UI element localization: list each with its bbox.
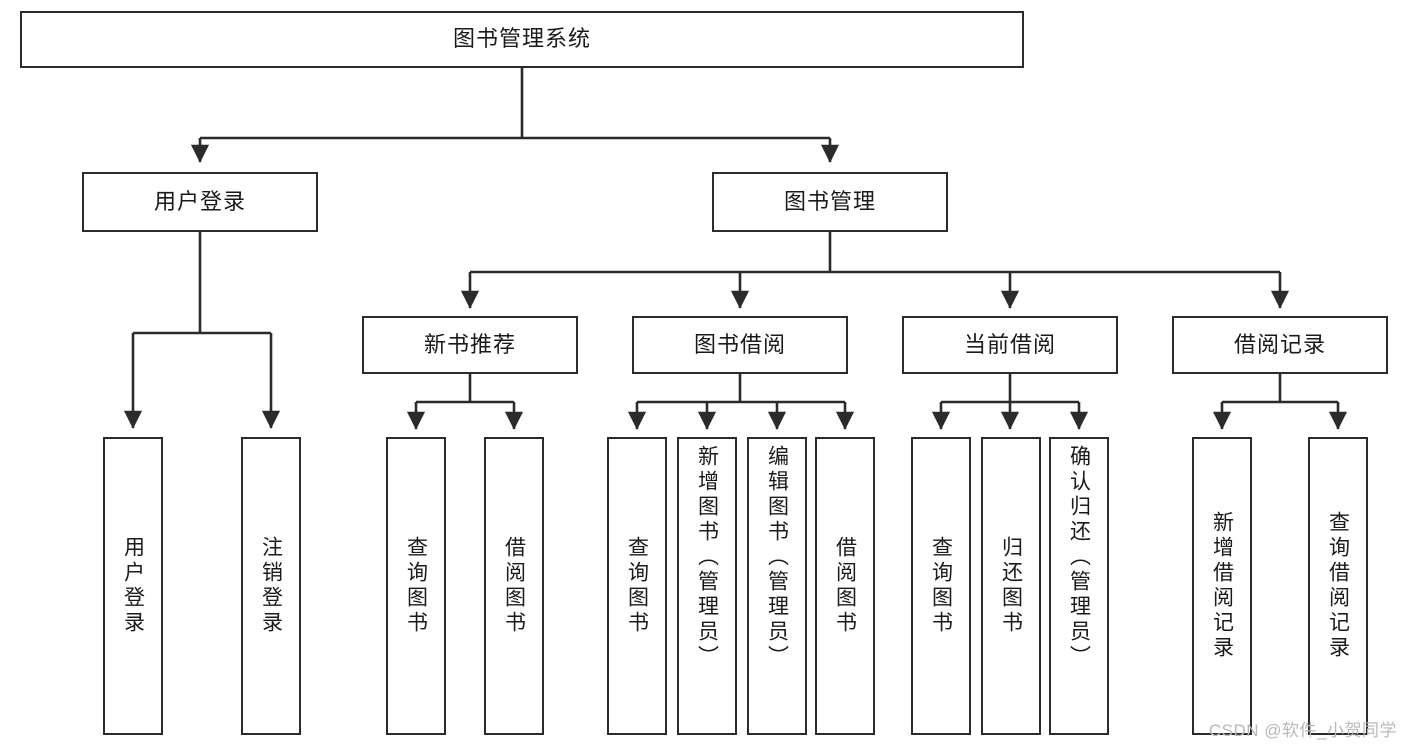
node-label: 新增图书（管理员） — [695, 445, 719, 670]
leaf-book-borrow-add[interactable]: 新增图书（管理员） — [677, 437, 737, 735]
node-user-login[interactable]: 用户登录 — [82, 172, 318, 232]
leaf-book-borrow-query[interactable]: 查询图书 — [607, 437, 667, 735]
node-label: 用户登录 — [153, 188, 246, 214]
node-label: 确认归还（管理员） — [1067, 445, 1091, 670]
node-borrow-record[interactable]: 借阅记录 — [1172, 316, 1388, 374]
leaf-book-borrow-edit[interactable]: 编辑图书（管理员） — [747, 437, 807, 735]
node-book-borrow[interactable]: 图书借阅 — [632, 316, 848, 374]
node-label: 借阅图书 — [502, 536, 526, 636]
node-label: 编辑图书（管理员） — [765, 445, 789, 670]
node-label: 图书管理系统 — [452, 26, 591, 52]
node-book-management[interactable]: 图书管理 — [712, 172, 948, 232]
node-label: 当前借阅 — [963, 331, 1056, 357]
leaf-user-login-login[interactable]: 用户登录 — [103, 437, 163, 735]
node-new-book-recommend[interactable]: 新书推荐 — [362, 316, 578, 374]
leaf-current-borrow-query[interactable]: 查询图书 — [911, 437, 971, 735]
node-current-borrow[interactable]: 当前借阅 — [902, 316, 1118, 374]
leaf-current-borrow-return[interactable]: 归还图书 — [981, 437, 1041, 735]
leaf-borrow-record-query[interactable]: 查询借阅记录 — [1308, 437, 1368, 735]
leaf-new-book-query[interactable]: 查询图书 — [386, 437, 446, 735]
node-label: 注销登录 — [259, 536, 283, 636]
node-label: 新书推荐 — [423, 331, 516, 357]
node-root-system[interactable]: 图书管理系统 — [20, 11, 1024, 68]
node-label: 查询图书 — [404, 536, 428, 636]
leaf-borrow-record-add[interactable]: 新增借阅记录 — [1192, 437, 1252, 735]
node-label: 查询图书 — [625, 536, 649, 636]
node-label: 借阅图书 — [833, 536, 857, 636]
leaf-user-login-logout[interactable]: 注销登录 — [241, 437, 301, 735]
node-label: 新增借阅记录 — [1210, 511, 1234, 661]
node-label: 借阅记录 — [1233, 331, 1326, 357]
leaf-book-borrow-borrow[interactable]: 借阅图书 — [815, 437, 875, 735]
leaf-new-book-borrow[interactable]: 借阅图书 — [484, 437, 544, 735]
watermark-text: CSDN @软件_小贺同学 — [1208, 721, 1397, 740]
leaf-current-borrow-confirm-return[interactable]: 确认归还（管理员） — [1049, 437, 1109, 735]
node-label: 图书借阅 — [693, 331, 786, 357]
node-label: 归还图书 — [999, 536, 1023, 636]
node-label: 查询图书 — [929, 536, 953, 636]
node-label: 图书管理 — [783, 188, 876, 214]
node-label: 用户登录 — [121, 536, 145, 636]
node-label: 查询借阅记录 — [1326, 511, 1350, 661]
